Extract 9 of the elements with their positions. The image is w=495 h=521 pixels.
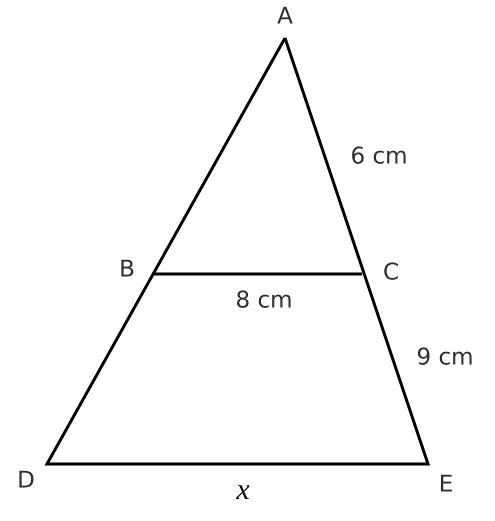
length-label: 9 cm <box>416 346 474 370</box>
length-label: 6 cm <box>350 146 408 168</box>
point-label: C <box>382 262 400 284</box>
point-label: B <box>119 258 135 282</box>
point-label: E <box>438 474 454 496</box>
length-label: 8 cm <box>236 290 292 312</box>
point-label: A <box>277 6 293 28</box>
point-label: D <box>17 470 35 492</box>
variable-label: x <box>236 475 250 505</box>
